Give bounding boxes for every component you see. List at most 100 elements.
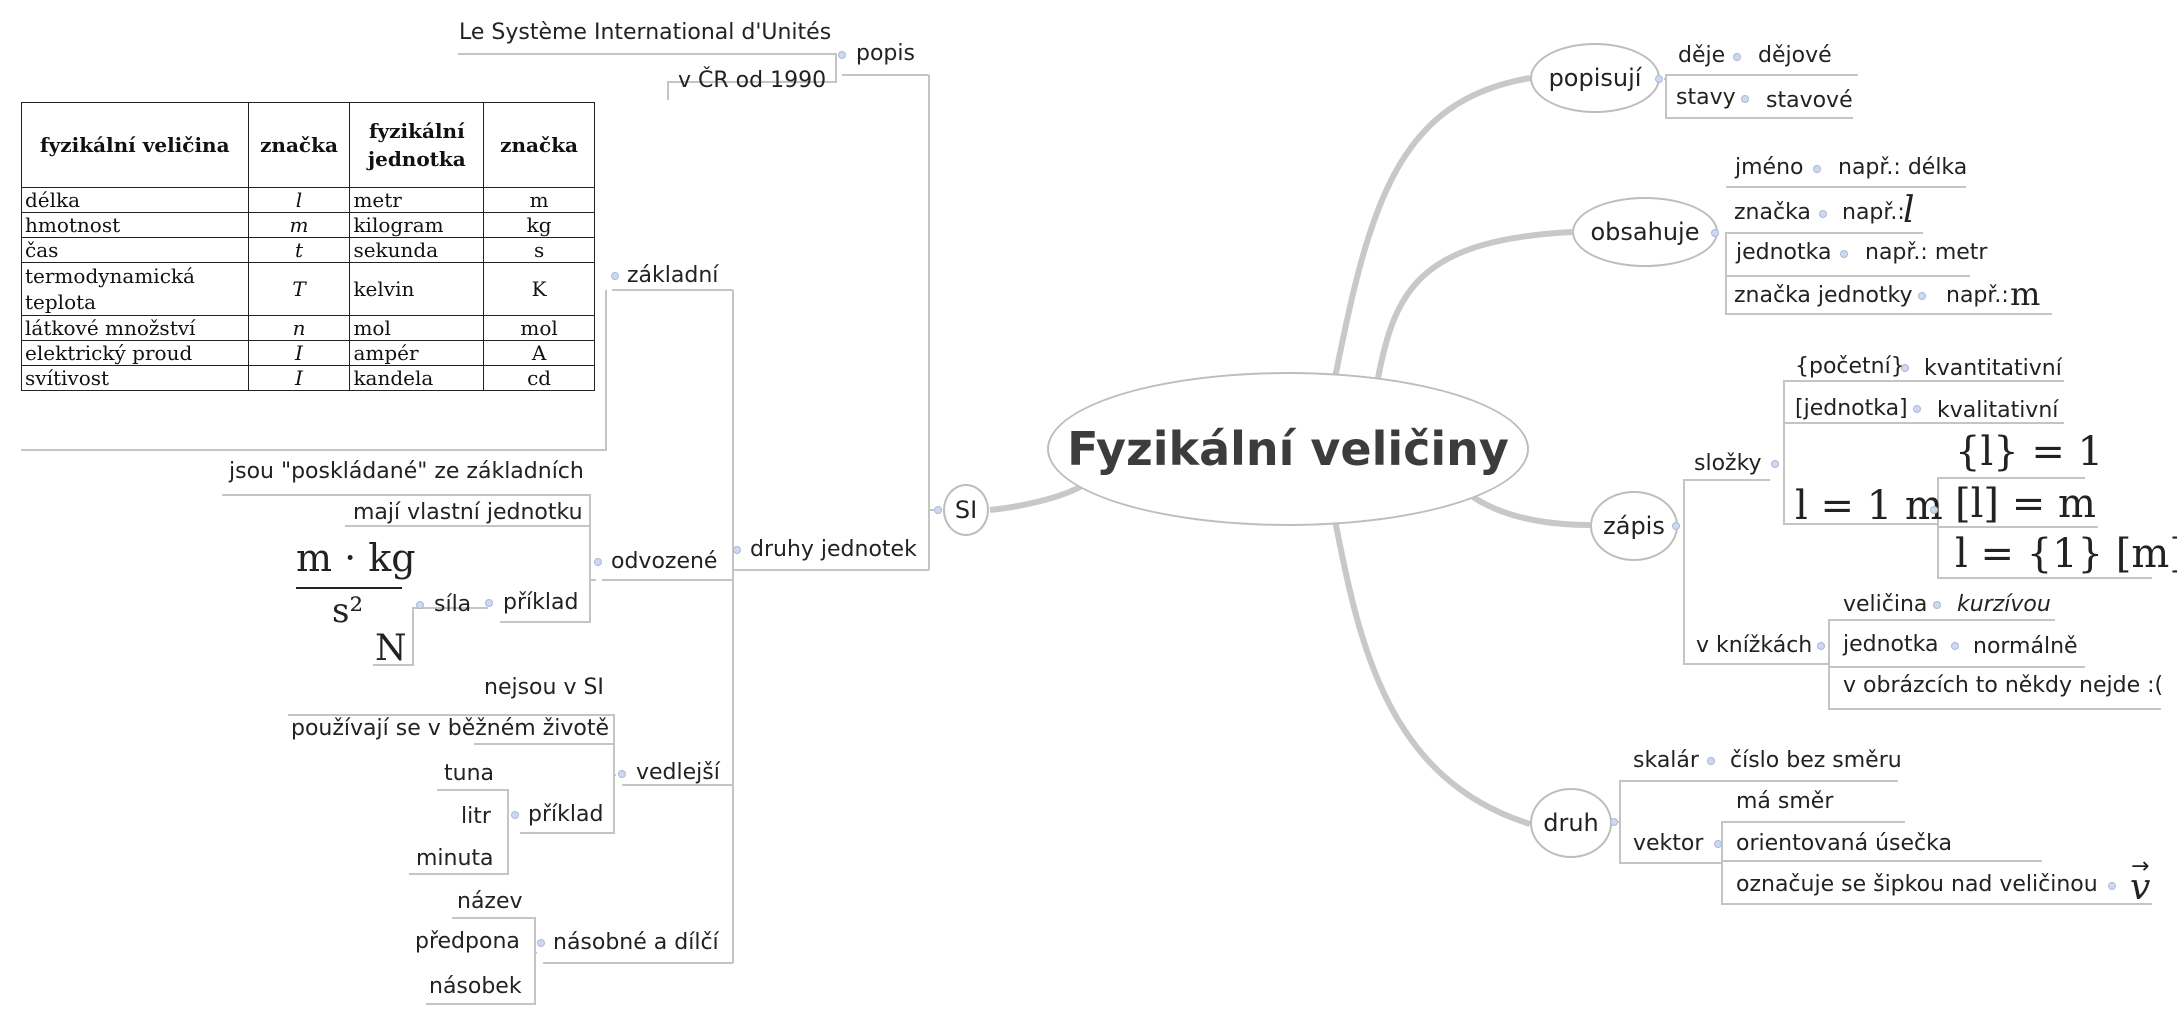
popis-item-name[interactable]: Le Système International d'Unités: [459, 20, 832, 45]
knizky-row-dot[interactable]: [1951, 642, 1959, 650]
obsahuje-value[interactable]: např.: metr: [1865, 240, 1988, 265]
druh-node[interactable]: druh: [1530, 788, 1612, 858]
slozky-collapse-dot[interactable]: [1771, 460, 1779, 468]
slozky-row-dot[interactable]: [1901, 364, 1909, 372]
obsahuje-node[interactable]: obsahuje: [1572, 197, 1718, 267]
knizky-obrazky[interactable]: v obrázcích to někdy nejde :(: [1843, 673, 2164, 698]
druh-skalar-desc[interactable]: číslo bez směru: [1730, 748, 1902, 773]
zapis-result[interactable]: [l] = m: [1955, 481, 2096, 527]
nasobne-collapse-dot[interactable]: [537, 939, 545, 947]
nasobne-item[interactable]: násobek: [429, 974, 522, 999]
popisuji-key[interactable]: děje: [1678, 43, 1726, 68]
nasobne-item[interactable]: název: [457, 889, 523, 914]
obsahuje-row-dot[interactable]: [1840, 250, 1848, 258]
knizky-velicina[interactable]: veličina: [1843, 592, 1928, 617]
obsahuje-row-dot[interactable]: [1819, 210, 1827, 218]
vedlejsi-item[interactable]: používají se v běžném životě: [291, 716, 610, 741]
popis-label[interactable]: popis: [856, 41, 915, 66]
vektor-item[interactable]: označuje se šipkou nad veličinou: [1736, 872, 2098, 897]
slozky-jednotka[interactable]: [jednotka]: [1795, 396, 1908, 421]
vedlejsi-priklad-dot[interactable]: [511, 811, 519, 819]
popisuji-value[interactable]: stavové: [1766, 88, 1853, 113]
table-header-cell: značka: [483, 102, 595, 188]
vektor-collapse-dot[interactable]: [1714, 840, 1722, 848]
skalar-dot[interactable]: [1707, 757, 1715, 765]
popisuji-row-dot[interactable]: [1741, 95, 1749, 103]
odvozene-desc[interactable]: jsou "poskládané" ze základních: [229, 459, 584, 484]
knizky-label[interactable]: v knížkách: [1696, 633, 1813, 658]
slozky-kvantitativni[interactable]: kvantitativní: [1924, 356, 2062, 381]
druh-vektor[interactable]: vektor: [1633, 831, 1704, 856]
table-cell: hmotnost: [21, 212, 249, 238]
druh-collapse-dot[interactable]: [1610, 818, 1618, 826]
druhy-collapse-dot[interactable]: [733, 546, 741, 554]
popisuji-node[interactable]: popisují: [1530, 43, 1660, 113]
knizky-collapse-dot[interactable]: [1817, 642, 1825, 650]
knizky-jednotka[interactable]: jednotka: [1843, 632, 1939, 657]
popisuji-value[interactable]: dějové: [1758, 43, 1832, 68]
example-item[interactable]: tuna: [444, 761, 494, 786]
knizky-normalne[interactable]: normálně: [1973, 634, 2078, 659]
example-item[interactable]: litr: [461, 804, 491, 829]
slozky-label[interactable]: složky: [1694, 451, 1762, 476]
central-topic[interactable]: Fyzikální veličiny: [1047, 372, 1529, 526]
odvozene-priklad[interactable]: příklad: [503, 590, 579, 615]
vedlejsi-item[interactable]: nejsou v SI: [484, 675, 604, 700]
sila-label[interactable]: síla: [434, 592, 472, 617]
table-cell: t: [247, 237, 351, 263]
vektor-item[interactable]: orientovaná úsečka: [1736, 831, 1952, 856]
popis-item-since[interactable]: v ČR od 1990: [678, 68, 827, 93]
table-cell: I: [247, 340, 351, 366]
vedlejsi-label[interactable]: vedlejší: [636, 760, 720, 785]
si-collapse-dot[interactable]: [934, 506, 942, 514]
zakladni-collapse-dot[interactable]: [611, 272, 619, 280]
obsahuje-key[interactable]: jednotka: [1736, 240, 1832, 265]
obsahuje-value[interactable]: např.: délka: [1838, 155, 1968, 180]
sila-collapse-dot[interactable]: [416, 601, 424, 609]
obsahuje-row-dot[interactable]: [1813, 165, 1821, 173]
obsahuje-collapse-dot[interactable]: [1711, 229, 1719, 237]
zapis-result[interactable]: {l} = 1: [1955, 429, 2104, 475]
zakladni-label[interactable]: základní: [627, 263, 719, 288]
example-item[interactable]: minuta: [416, 846, 494, 871]
zapis-node[interactable]: zápis: [1590, 491, 1678, 561]
slozky-pocetni[interactable]: {početní}: [1795, 354, 1905, 379]
nasobne-label[interactable]: násobné a dílčí: [553, 930, 719, 955]
obsahuje-row-dot[interactable]: [1918, 292, 1926, 300]
nasobne-item[interactable]: předpona: [415, 929, 520, 954]
si-units-table: fyzikální veličina značka fyzikální jedn…: [21, 102, 595, 391]
zapis-collapse-dot[interactable]: [1672, 522, 1680, 530]
popisuji-collapse-dot[interactable]: [1655, 75, 1663, 83]
knizky-kurzivou[interactable]: kurzívou: [1957, 592, 2051, 617]
expression-dot[interactable]: [1930, 506, 1938, 514]
obsahuje-key[interactable]: jméno: [1735, 155, 1804, 180]
central-topic-label: Fyzikální veličiny: [1067, 422, 1509, 476]
popisuji-key[interactable]: stavy: [1676, 85, 1736, 110]
vedlejsi-priklad[interactable]: příklad: [528, 802, 604, 827]
vektor-item[interactable]: má směr: [1736, 789, 1834, 814]
knizky-row-dot[interactable]: [1933, 601, 1941, 609]
odvozene-collapse-dot[interactable]: [594, 558, 602, 566]
obsahuje-key[interactable]: značka jednotky: [1734, 283, 1913, 308]
slozky-kvalitativni[interactable]: kvalitativní: [1937, 398, 2059, 423]
obsahuje-key[interactable]: značka: [1734, 200, 1811, 225]
slozky-row-dot[interactable]: [1913, 405, 1921, 413]
popisuji-row-dot[interactable]: [1733, 53, 1741, 61]
popis-collapse-dot[interactable]: [838, 51, 846, 59]
priklad-collapse-dot[interactable]: [485, 599, 493, 607]
odvozene-own-unit[interactable]: mají vlastní jednotku: [353, 500, 583, 525]
vedlejsi-collapse-dot[interactable]: [618, 770, 626, 778]
zapis-expression[interactable]: l = 1 m: [1795, 483, 1943, 529]
odvozene-label[interactable]: odvozené: [611, 549, 718, 574]
table-cell: ampér: [349, 340, 485, 366]
obsahuje-value[interactable]: např.:: [1842, 200, 1905, 225]
zapis-result[interactable]: l = {1} [m]: [1955, 531, 2177, 577]
table-row: délka l metr m: [21, 187, 595, 213]
druhy-jednotek-label[interactable]: druhy jednotek: [750, 537, 917, 562]
table-cell: n: [247, 315, 351, 341]
vektor-symbol-dot[interactable]: [2108, 882, 2116, 890]
obsahuje-value[interactable]: např.:: [1946, 283, 2009, 308]
druh-skalar[interactable]: skalár: [1633, 748, 1699, 773]
si-node[interactable]: SI: [943, 484, 989, 536]
